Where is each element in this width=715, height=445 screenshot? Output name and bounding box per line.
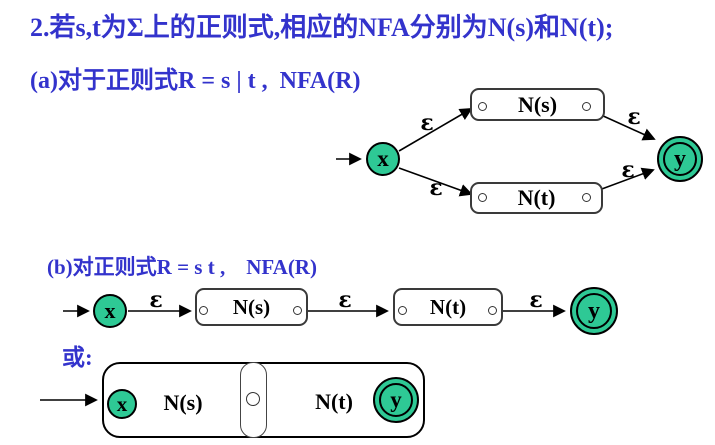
port-in-ns-b — [199, 306, 208, 315]
state-y-b-label: y — [588, 297, 600, 324]
port-in-ns-a — [478, 102, 487, 111]
epsilon-nt-y-b: ε — [529, 287, 543, 313]
nfa-box-nt-a: N(t) — [470, 182, 603, 214]
nfa-box-ns-b-label: N(s) — [232, 294, 271, 319]
merged-nt-label: N(t) — [315, 389, 353, 414]
state-y-a-inner-ring — [663, 142, 697, 176]
nfa-box-nt-a-label: N(t) — [517, 185, 556, 210]
epsilon-nt-y-a: ε — [621, 157, 635, 183]
state-x-a-label: x — [377, 146, 389, 171]
state-y-c-label: y — [390, 387, 402, 412]
nfa-box-nt-b: N(t) — [393, 288, 503, 326]
state-x-c: x — [107, 389, 137, 419]
epsilon-x-nt-a: ε — [429, 175, 443, 201]
port-in-nt-b — [398, 306, 407, 315]
or-label: 或: — [62, 345, 93, 370]
nfa-box-ns-b: N(s) — [195, 288, 308, 326]
merged-middle-state — [246, 392, 260, 406]
port-out-ns-b — [293, 306, 302, 315]
epsilon-ns-y-a: ε — [627, 104, 641, 130]
edge-x-to-ns-a — [398, 108, 473, 152]
state-x-a: x — [366, 142, 400, 176]
state-y-b: y — [570, 287, 618, 335]
section-b-heading: (b)对正则式R = s t , NFA(R) — [47, 255, 317, 279]
edge-x-to-nt-a — [398, 167, 473, 197]
state-y-a-label: y — [674, 145, 686, 172]
state-y-c-inner-ring — [379, 383, 413, 417]
port-in-nt-a — [478, 193, 487, 202]
state-x-b-label: x — [104, 298, 116, 323]
port-out-nt-b — [488, 306, 497, 315]
state-y-b-inner-ring — [576, 293, 612, 329]
nfa-box-nt-b-label: N(t) — [429, 294, 467, 319]
nfa-box-ns-a-label: N(s) — [517, 91, 558, 117]
port-out-ns-a — [582, 102, 591, 111]
merged-ns-label: N(s) — [163, 390, 203, 415]
port-out-nt-a — [582, 193, 591, 202]
state-x-b: x — [93, 294, 127, 328]
state-y-c: y — [373, 377, 419, 423]
epsilon-ns-nt-b: ε — [338, 287, 352, 313]
section-a-heading: (a)对于正则式R = s | t , NFA(R) — [30, 68, 361, 94]
epsilon-x-ns-b: ε — [149, 287, 163, 313]
state-x-c-label: x — [116, 391, 128, 416]
epsilon-x-ns-a: ε — [420, 110, 434, 136]
slide-title: 2.若s,t为Σ上的正则式,相应的NFA分别为N(s)和N(t); — [30, 13, 614, 42]
state-y-a: y — [657, 136, 703, 182]
